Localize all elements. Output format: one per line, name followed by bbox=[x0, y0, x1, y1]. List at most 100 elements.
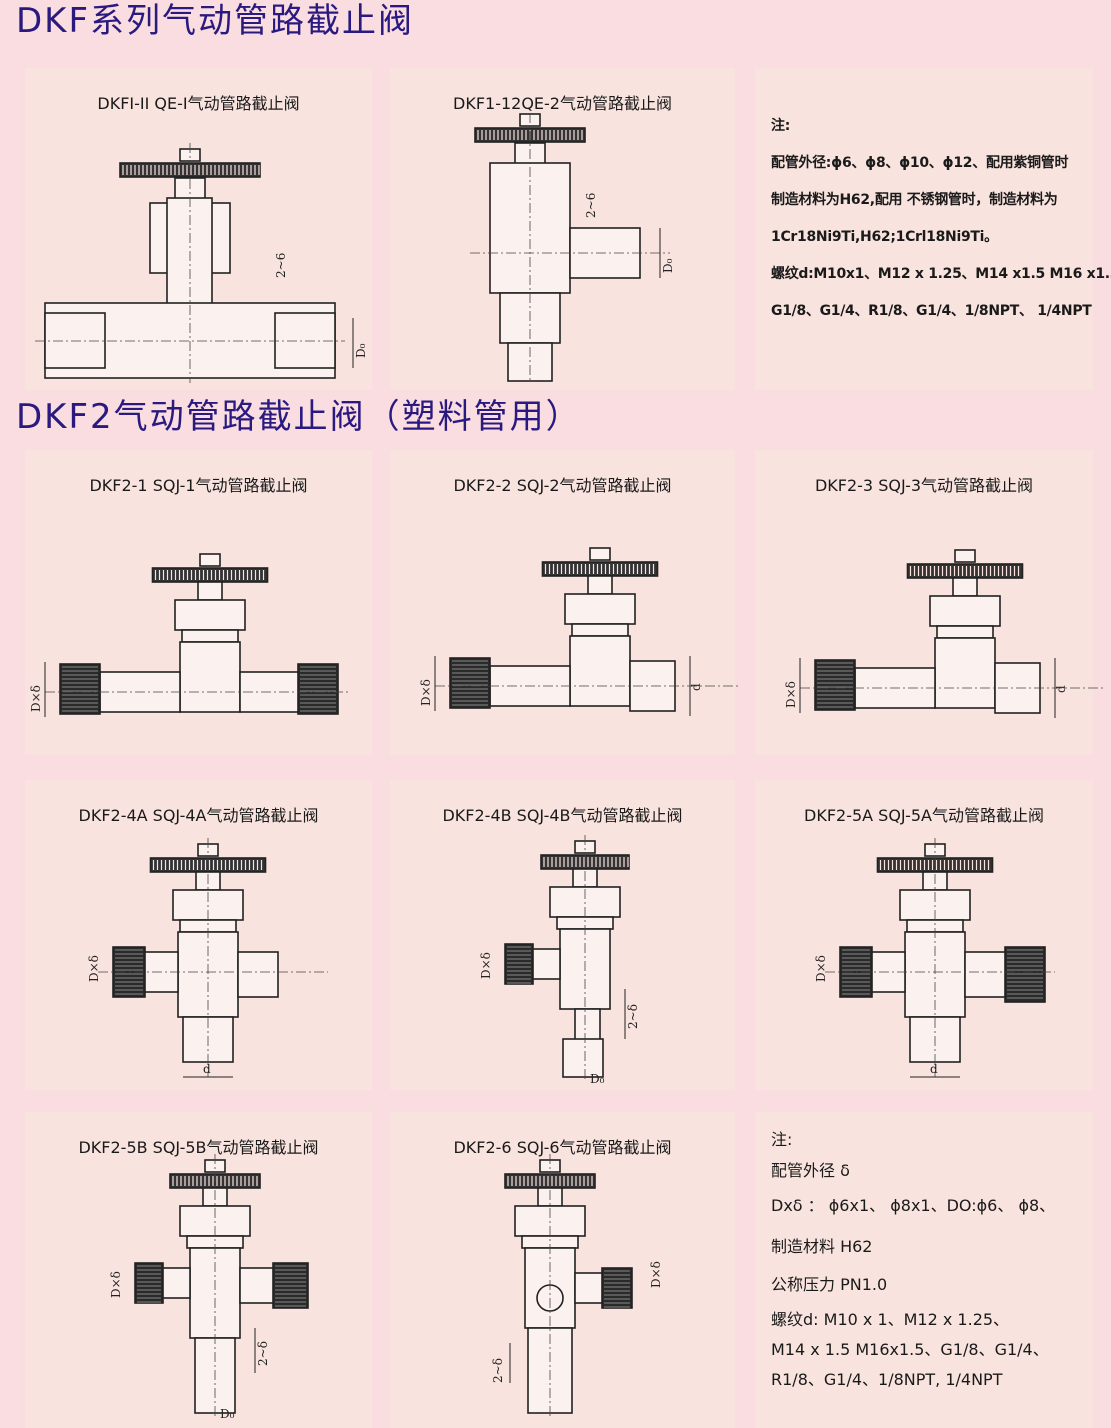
note-section1: 注: 配管外径:ϕ6、ϕ8、ϕ10、ϕ12、配用紫铜管时 制造材料为H62,配用… bbox=[755, 68, 1111, 390]
right-fitting bbox=[274, 312, 336, 369]
figure-caption: DKF2-4A SQJ-4A气动管路截止阀 bbox=[78, 806, 319, 825]
valve-parts: D×δ 2~δD₀ bbox=[109, 1154, 309, 1421]
dimension-label: 2~δ bbox=[626, 1004, 640, 1029]
left-knurled-nut bbox=[59, 663, 101, 715]
valve-drawing: d D×δ bbox=[784, 549, 1105, 718]
dimension-label: D×δ bbox=[29, 685, 43, 712]
valve-drawing: D₀ 2~6 bbox=[470, 113, 675, 383]
cap-nut bbox=[589, 547, 611, 561]
valve-parts: 2~δ D×δD₀ bbox=[479, 835, 640, 1086]
figure-caption: DKF2-5B SQJ-5B气动管路截止阀 bbox=[78, 1138, 319, 1157]
dimension-label: d bbox=[689, 683, 703, 691]
dimension-label: d bbox=[1054, 685, 1068, 693]
valve-body bbox=[569, 635, 631, 707]
valve-figure-panel: d D×δ DKF2-3 SQJ-3气动管路截止阀 bbox=[755, 450, 1105, 755]
dimension-label: d bbox=[203, 1062, 211, 1076]
valve-parts: d D×δ bbox=[419, 547, 740, 716]
valve-parts: D₀ 2~6 bbox=[470, 113, 675, 383]
valve-drawing: D×δ bbox=[29, 553, 350, 717]
valve-body bbox=[179, 641, 241, 713]
valve-parts: d D×δ bbox=[784, 549, 1105, 718]
valve-parts: dD×δ bbox=[814, 838, 1055, 1078]
right-knurled-nut bbox=[297, 663, 339, 715]
stem bbox=[587, 575, 613, 595]
valve-drawing: d D×δ bbox=[419, 547, 740, 716]
dimension-label: D×δ bbox=[649, 1261, 663, 1288]
dimension-label: 2~6 bbox=[584, 193, 598, 218]
left-fitting bbox=[44, 312, 106, 369]
figure-caption: DKF2-6 SQJ-6气动管路截止阀 bbox=[453, 1138, 672, 1157]
cap-nut bbox=[954, 549, 976, 563]
left-knurled-nut bbox=[814, 659, 856, 711]
bottom-fitting bbox=[562, 1038, 604, 1078]
valve-figure-panel: D×δ 2~δ DKF2-6 SQJ-6气动管路截止阀 bbox=[390, 1112, 735, 1428]
note-line: 配管外径 δ bbox=[771, 1161, 850, 1180]
valve-drawing: d D×δ bbox=[87, 838, 328, 1078]
bonnet-ring bbox=[181, 629, 239, 643]
note-line: 公称压力 PN1.0 bbox=[771, 1275, 888, 1294]
valve-parts: d D×δ bbox=[87, 838, 328, 1078]
note-line: 注: bbox=[771, 1130, 793, 1149]
valve-drawing: 2~δ D×δD₀ bbox=[479, 835, 640, 1086]
right-port bbox=[237, 951, 279, 998]
section-title-dkf2-plastic: DKF2气动管路截止阀（塑料管用） bbox=[16, 397, 582, 437]
valve-drawing: D₀ 2~6 bbox=[35, 143, 368, 383]
valve-drawing: D×δ 2~δD₀ bbox=[109, 1154, 309, 1421]
dimension-label: D×δ bbox=[479, 952, 493, 979]
bonnet-ring bbox=[571, 623, 629, 637]
dimension-label: D×δ bbox=[87, 955, 101, 982]
valve-figure-panel: D×δ DKF2-1 SQJ-1气动管路截止阀 bbox=[25, 450, 372, 755]
dimension-label: D₀ bbox=[590, 1072, 605, 1086]
valve-body bbox=[934, 637, 996, 709]
hex-nut bbox=[174, 599, 246, 631]
right-knurled-nut bbox=[601, 1267, 633, 1309]
dimension-label: D₀ bbox=[354, 343, 368, 358]
figure-caption: DKFI-II QE-I气动管路截止阀 bbox=[97, 94, 300, 113]
dimension-label: D₀ bbox=[661, 258, 675, 273]
note-line: 注: bbox=[771, 118, 790, 134]
bonnet-ring bbox=[936, 625, 994, 639]
valve-drawing: D×δ 2~δ bbox=[491, 1154, 663, 1416]
dimension-label: D×δ bbox=[784, 681, 798, 708]
note-line: 配管外径:ϕ6、ϕ8、ϕ10、ϕ12、配用紫铜管时 bbox=[771, 155, 1069, 171]
dimension-label: 2~δ bbox=[491, 1358, 505, 1383]
right-port bbox=[239, 1267, 276, 1304]
note-line: 制造材料为H62,配用 不锈钢管时，制造材料为 bbox=[771, 192, 1058, 208]
hex-nut bbox=[564, 593, 636, 625]
note-line: R1/8、G1/4、1/8NPT, 1/4NPT bbox=[771, 1370, 1003, 1389]
right-port bbox=[964, 951, 1006, 998]
figure-caption: DKF2-3 SQJ-3气动管路截止阀 bbox=[814, 476, 1034, 495]
valve-parts: D₀ 2~6 bbox=[35, 143, 368, 383]
note-line: 螺纹d:M10x1、M12 x 1.25、M14 x1.5 M16 x1.5、 bbox=[771, 266, 1111, 282]
right-port bbox=[574, 1272, 606, 1304]
valve-figure-panel: D₀ 2~6 DKFI-II QE-I气动管路截止阀 bbox=[25, 68, 372, 390]
left-knurled-nut bbox=[449, 657, 491, 709]
dimension-label: D×δ bbox=[419, 679, 433, 706]
note-line: G1/8、G1/4、R1/8、G1/4、1/8NPT、 1/4NPT bbox=[771, 303, 1092, 319]
valve-drawing: dD×δ bbox=[814, 838, 1055, 1078]
dimension-label: 2~6 bbox=[274, 253, 288, 278]
dimension-label: D×δ bbox=[109, 1271, 123, 1298]
handwheel bbox=[541, 561, 659, 577]
figure-caption: DKF2-1 SQJ-1气动管路截止阀 bbox=[89, 476, 308, 495]
figure-caption: DKF2-5A SQJ-5A气动管路截止阀 bbox=[804, 806, 1044, 825]
dimension-label: D₀ bbox=[220, 1407, 235, 1421]
left-knurled-nut bbox=[134, 1262, 164, 1304]
stem bbox=[952, 577, 978, 597]
valve-body bbox=[524, 1247, 576, 1329]
left-knurled-nut bbox=[504, 943, 534, 985]
valve-figure-panel: d D×δ DKF2-2 SQJ-2气动管路截止阀 bbox=[390, 450, 740, 755]
note-line: 制造材料 H62 bbox=[771, 1237, 873, 1256]
note-line: 螺纹d: M10 x 1、M12 x 1.25、 bbox=[771, 1310, 1010, 1329]
figure-caption: DKF2-2 SQJ-2气动管路截止阀 bbox=[453, 476, 672, 495]
dimension-label: 2~δ bbox=[256, 1341, 270, 1366]
left-port bbox=[529, 948, 561, 980]
valve-figure-panel: d D×δ DKF2-4A SQJ-4A气动管路截止阀 bbox=[25, 780, 372, 1090]
note-section2: 注: 配管外径 δ Dxδ ： ϕ6x1、 ϕ8x1、DO:ϕ6、 ϕ8、 制造… bbox=[755, 1112, 1093, 1428]
lower-stem bbox=[574, 1008, 601, 1045]
valve-parts: D×δ bbox=[29, 553, 350, 717]
hex-nut bbox=[929, 595, 1001, 627]
